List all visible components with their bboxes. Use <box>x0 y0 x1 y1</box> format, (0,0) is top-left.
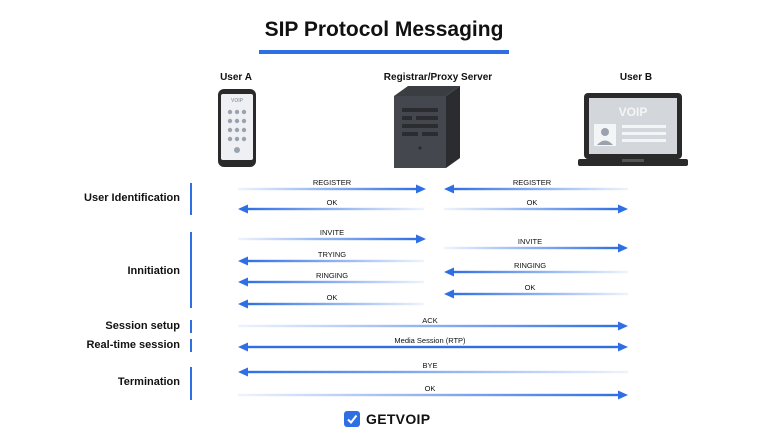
arrow-media <box>238 342 628 352</box>
msg-label-invite-b: INVITE <box>517 237 543 246</box>
phase-label-termination: Termination <box>117 376 180 388</box>
arrow-invite-a <box>238 234 426 244</box>
server-icon <box>394 86 460 168</box>
arrow-register-a <box>238 184 426 194</box>
diagram-title: SIP Protocol Messaging <box>264 18 504 41</box>
msg-label-invite-a: INVITE <box>319 228 345 237</box>
arrow-trying <box>238 256 424 266</box>
arrow-ok-a2 <box>238 299 424 309</box>
arrow-ok-end <box>238 390 628 400</box>
arrow-bye <box>238 367 628 377</box>
brand-logo: GETVOIP <box>344 411 430 427</box>
msg-label-register-b: REGISTER <box>512 178 552 187</box>
arrow-ok-a1 <box>238 204 424 214</box>
actor-label-server: Registrar/Proxy Server <box>383 72 493 83</box>
phase-bar-realtime-session <box>190 339 192 352</box>
phase-bar-initiation <box>190 232 192 308</box>
msg-label-ringing-b: RINGING <box>513 261 547 270</box>
msg-label-ok-a2: OK <box>326 293 338 302</box>
msg-label-ok-a1: OK <box>326 198 338 207</box>
arrow-invite-b <box>444 243 628 253</box>
actor-label-user-a: User A <box>220 72 252 83</box>
checkmark-icon <box>344 411 360 427</box>
msg-label-trying: TRYING <box>317 250 347 259</box>
brand-name: GETVOIP <box>366 411 431 427</box>
phase-label-realtime-session: Real-time session <box>86 339 180 351</box>
phase-label-initiation: Innitiation <box>127 265 180 277</box>
msg-label-media: Media Session (RTP) <box>394 336 466 345</box>
msg-label-ok-b1: OK <box>526 198 538 207</box>
title-underline <box>259 50 509 54</box>
arrow-register-b <box>444 184 628 194</box>
phase-bar-termination <box>190 367 192 400</box>
arrow-ok-b2 <box>444 289 628 299</box>
phase-bar-user-identification <box>190 183 192 215</box>
phase-label-session-setup: Session setup <box>105 320 180 332</box>
laptop-icon: VOIP <box>578 93 688 166</box>
arrow-ringing-b <box>444 267 628 277</box>
phone-screen-label: VOIP <box>231 98 244 104</box>
phase-label-user-identification: User Identification <box>84 192 180 204</box>
msg-label-bye: BYE <box>422 361 438 370</box>
arrow-ack <box>238 321 628 331</box>
msg-label-ok-end: OK <box>424 384 436 393</box>
msg-label-register-a: REGISTER <box>312 178 352 187</box>
actor-label-user-b: User B <box>619 72 653 83</box>
smartphone-icon: VOIP <box>218 89 256 167</box>
phase-bar-session-setup <box>190 320 192 333</box>
arrow-ringing-a <box>238 277 424 287</box>
msg-label-ok-b2: OK <box>524 283 536 292</box>
msg-label-ack: ACK <box>422 316 438 325</box>
msg-label-ringing-a: RINGING <box>315 271 349 280</box>
arrow-ok-b1 <box>444 204 628 214</box>
laptop-screen-label: VOIP <box>619 105 648 119</box>
